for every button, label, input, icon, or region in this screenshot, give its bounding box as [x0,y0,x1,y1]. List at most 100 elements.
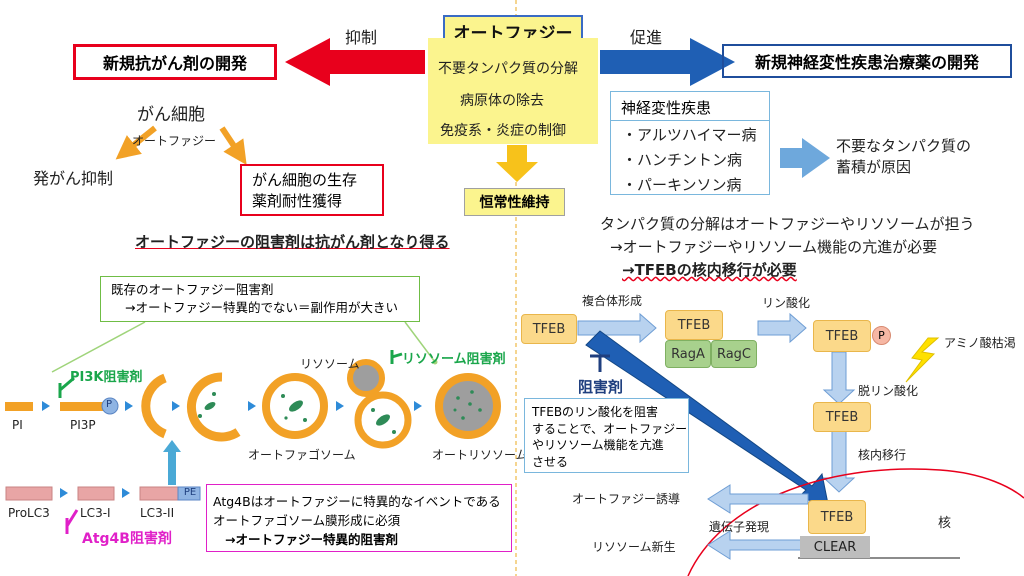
disease-title-box: 神経変性疾患 [610,91,770,121]
inhibitor-label: 阻害剤 [578,378,624,396]
branch-arrow-left [115,125,157,160]
pi-arrow [42,401,50,411]
fusing-autophagosome [354,391,412,449]
cause-line-1: 不要なタンパク質の [836,137,972,155]
disease-title: 神経変性疾患 [621,99,712,117]
lc3-2-bar [139,486,179,501]
arrow-5 [414,401,422,411]
prolc3-label: ProLC3 [8,506,50,520]
desc-line-1: タンパク質の分解はオートファジーやリソソームが担う [600,215,975,233]
inhibit-line-1: TFEBのリン酸化を阻害 [532,405,659,419]
phosphate-badge: P [872,326,891,345]
lc3-up-arrow-head [163,440,181,452]
cargo-dot-7 [392,430,396,434]
homeostasis-label: 恒常性維持 [479,195,550,211]
arrow-3 [248,401,256,411]
nuclear-arrow [822,429,856,493]
degraded-dot-2 [470,390,474,394]
tfeb-label-5: TFEB [820,509,854,525]
tfeb-dephosphorylated: TFEB [813,402,871,432]
pi3k-inhibit-line [59,376,75,392]
prolc3-bar [5,486,53,501]
degraded-dot-3 [478,408,482,412]
pi3k-inhibitor-label: PI3K阻害剤 [70,370,143,385]
lc3-1-label: LC3-I [80,506,111,520]
pi3p-p-label: P [106,399,113,410]
dephos-arrow [822,351,856,405]
atg-line-1: Atg4Bはオートファジーに特異的なイベントである [213,494,501,509]
tfeb-complex: TFEB [665,310,723,340]
carcinogenesis-suppression: 発がん抑制 [33,169,114,188]
anticancer-heading: 新規抗がん剤の開発 [102,54,247,73]
lc3-up-arrow-shaft [168,452,176,485]
tfeb-label-3: TFEB [825,328,859,344]
promote-label: 促進 [630,28,663,47]
inhibit-line-2: することで、オートファジー [532,421,688,436]
nuclear-translocation-label: 核内移行 [858,448,907,462]
raga-label: RagA [671,346,705,362]
dephos-label: 脱リン酸化 [858,384,919,398]
pe-bar [177,486,201,501]
pi3p-phosphate [101,397,119,415]
existing-line-1: 既存のオートファジー阻害剤 [111,282,274,297]
lyso-inhibit-line [391,352,403,359]
existing-line-2: →オートファジー特異的でない＝副作用が大きい [125,300,398,315]
tfeb-label-4: TFEB [825,409,859,425]
complex-arrow [577,312,657,344]
desc-line-2: →オートファジーやリソソーム機能の亢進が必要 [610,238,938,256]
suppress-label: 抑制 [345,28,378,47]
cargo-dot-1 [198,414,202,418]
inhibit-line-3: やリソソーム機能を亢進 [532,438,664,452]
atg4b-inhibitor-label: Atg4B阻害剤 [82,531,172,547]
autolysosome-label: オートリソソーム [432,448,528,462]
cargo-1 [204,402,216,410]
callout-dot [432,359,438,365]
ragc-box: RagC [711,340,757,368]
complex-formation-label: 複合体形成 [582,294,643,308]
lc3-arrow-2 [122,488,130,498]
cause-text: 不要なタンパク質の 蓄積が原因 [836,136,971,178]
cargo-2 [289,400,303,412]
cargo-dot-2 [212,392,216,396]
inhibitor-info-box: TFEBのリン酸化を阻害 することで、オートファジー やリソソーム機能を亢進 さ… [524,398,689,473]
raga-box: RagA [665,340,711,368]
amino-acid-label: アミノ酸枯渇 [944,336,1016,350]
pe-label: PE [183,487,197,498]
cargo-dot-4 [303,418,307,422]
degraded-dot-5 [468,402,472,406]
arrow-2 [172,401,180,411]
pi-bar [5,402,33,411]
arrow-1 [125,401,133,411]
anticancer-heading-box: 新規抗がん剤の開発 [73,44,277,80]
lysosome [347,359,385,397]
tfeb-nucleus: TFEB [808,500,866,534]
tfeb-label-1: TFEB [532,321,566,337]
cause-line-2: 蓄積が原因 [836,158,912,176]
suppress-arrow [285,38,425,86]
output-arrow-autophagy [707,484,809,514]
nucleus-label: 核 [938,516,952,531]
degraded-dot-4 [461,416,465,420]
survival-line-1: がん細胞の生存 [252,171,358,189]
cargo-dot-3 [281,394,285,398]
tfeb-label-2: TFEB [677,317,711,333]
tfeb-cytoplasm: TFEB [521,314,577,344]
pi3p-bar [60,402,105,411]
nucleus-membrane [687,468,1024,576]
neuro-heading: 新規神経変性疾患治療薬の開発 [754,53,979,72]
promote-arrow [600,38,735,86]
pi3p-label: PI3P [70,418,96,432]
cancer-survival-box: がん細胞の生存 薬剤耐性獲得 [240,164,384,216]
autolysosome [435,373,501,439]
autophagy-small-label: オートファジー [132,134,217,148]
function-1: 不要タンパク質の分解 [438,61,578,77]
phosphorylation-label: リン酸化 [762,296,811,310]
function-2: 病原体の除去 [460,93,544,109]
cargo-dot-6 [371,408,375,412]
survival-line-2: 薬剤耐性獲得 [252,192,343,210]
arrow-4 [336,401,344,411]
autophagy-induction-label: オートファジー誘導 [572,492,681,506]
homeostasis-arrow [496,145,538,182]
autophagy-functions-box [428,38,598,144]
